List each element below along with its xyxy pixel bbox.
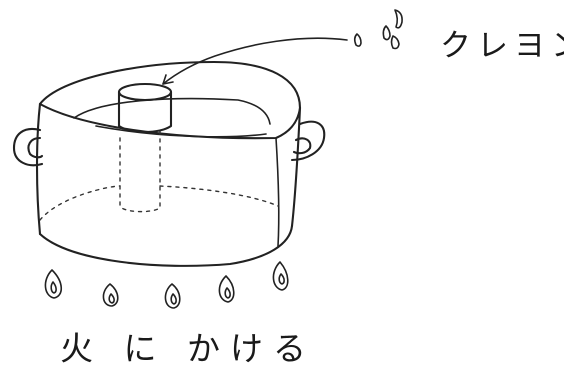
flame-1: [44, 269, 63, 299]
pot: [12, 60, 326, 267]
crayon-label: クレヨン: [440, 28, 564, 64]
crayon-cylinder: [117, 82, 173, 134]
flame-4: [218, 275, 235, 303]
flames: [44, 261, 289, 309]
flame-2: [102, 283, 119, 307]
leader-line: [162, 37, 348, 85]
flame-3: [164, 283, 181, 309]
leader-arrowhead: [162, 74, 174, 85]
caption-heat: 火 に かける: [60, 329, 316, 368]
flame-5: [272, 261, 289, 291]
crayon-shavings: [353, 9, 403, 50]
